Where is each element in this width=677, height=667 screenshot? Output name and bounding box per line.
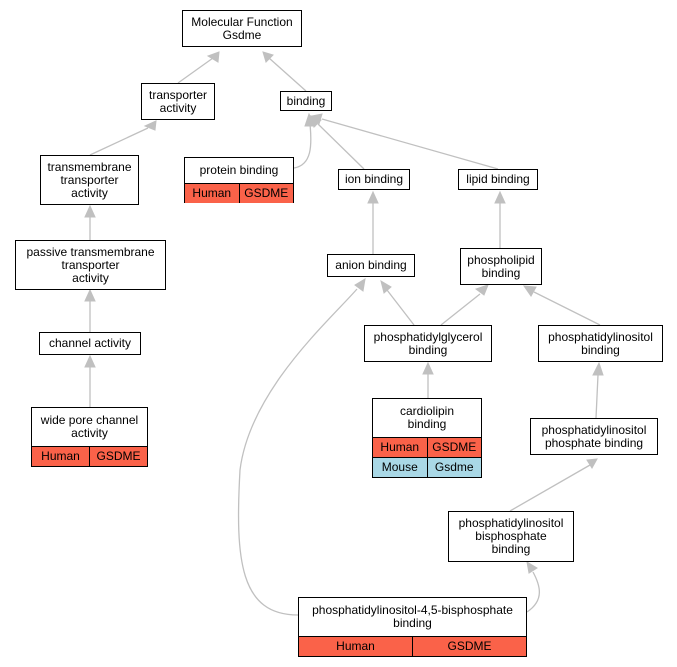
edge-pg-anion [386,289,415,326]
edge-bisphosphate-pip [509,464,591,512]
node-passive-transmembrane-transporter-activity[interactable]: passive transmembrane transporter activi… [15,240,166,290]
node-label: phosphatidylinositol binding [548,329,653,357]
edge-pip2-bisphosphate [526,571,541,613]
node-label: Molecular Function Gsdme [191,14,293,42]
node-root[interactable]: Molecular Function Gsdme [182,10,302,47]
node-label: phosphatidylglycerol binding [373,329,483,357]
node-anion-binding[interactable]: anion binding [327,254,415,277]
node-phosphatidylinositol-binding[interactable]: phosphatidylinositol binding [538,325,663,362]
node-phosphatidylglycerol-binding[interactable]: phosphatidylglycerol binding [364,325,492,362]
edge-pg-phospholipid [440,293,481,326]
arrowhead-phospholipid-lipid [494,190,506,204]
edge-transmembrane [89,127,149,156]
edge-pip2-anion [237,288,358,616]
node-phosphatidylinositol-phosphate-binding[interactable]: phosphatidylinositol phosphate binding [530,418,658,455]
node-transporter-activity[interactable]: transporter activity [141,83,215,120]
arrowhead-channel [84,288,96,302]
node-label: phosphatidylinositol phosphate binding [541,422,647,450]
gene-cell: GSDME [238,184,294,203]
node-label: transporter activity [148,87,208,115]
edge-transporter [177,57,214,84]
arrowhead-pi-phospholipid [522,285,537,297]
node-label: passive transmembrane transporter activi… [26,244,155,285]
arrowhead-pg-anion [380,279,392,294]
node-label: phospholipid binding [467,252,535,280]
node-label: phosphatidylinositol bisphosphate bindin… [458,516,564,556]
arrowhead-cardiolipin [422,361,434,375]
edge-pip-pi [595,374,599,419]
gene-cell: GSDME [426,438,482,457]
species-cell: Human [192,186,232,200]
node-pip2-binding[interactable]: phosphatidylinositol-4,5-bisphosphate bi… [298,597,527,657]
edge-protein-binding [293,123,312,169]
arrowhead-pip-pi [592,361,604,376]
node-label: binding [286,93,326,108]
arrowhead-pip2-anion [354,278,366,292]
species-cell: Human [336,639,375,653]
edge-binding-root [268,57,307,92]
arrowhead-pg-phospholipid [474,284,489,296]
node-wide-pore-channel-activity[interactable]: wide pore channel activity Human GSDME [31,407,148,467]
node-channel-activity[interactable]: channel activity [39,332,141,355]
annotation-row-human: Human GSDME [299,636,526,656]
node-lipid-binding[interactable]: lipid binding [458,169,538,190]
edge-ion-binding [317,123,365,170]
node-ion-binding[interactable]: ion binding [338,169,410,190]
arrowhead-pip2-bisphosphate [526,561,538,574]
species-cell: Human [380,440,420,454]
arrowhead-lipid-binding [311,113,323,126]
node-label: ion binding [344,172,404,186]
node-label: phosphatidylinositol-4,5-bisphosphate bi… [312,603,513,630]
gene-cell: GSDME [89,447,147,466]
annotation-row-mouse: Mouse Gsdme [373,457,481,477]
node-label: wide pore channel activity [40,413,139,440]
node-label: channel activity [48,336,132,350]
node-label: cardiolipin binding [399,404,455,431]
node-label: anion binding [335,258,407,272]
node-protein-binding[interactable]: protein binding Human GSDME [184,157,294,203]
node-phosphatidylinositol-bisphosphate-binding[interactable]: phosphatidylinositol bisphosphate bindin… [448,511,574,562]
edge-lipid-binding [321,118,499,170]
gene-cell: GSDME [412,637,526,656]
annotation-row-human: Human GSDME [32,446,147,466]
arrowhead-anion-ion [367,190,379,204]
annotation-row-human: Human GSDME [373,437,481,457]
arrowhead-passive [84,204,96,218]
node-binding[interactable]: binding [280,91,332,111]
species-cell: Human [41,449,80,463]
node-phospholipid-binding[interactable]: phospholipid binding [460,248,542,285]
arrowhead-bisphosphate-pip [586,458,598,469]
edge-pi-phospholipid [533,291,601,326]
arrowhead-wide-pore [84,354,96,368]
arrowhead-transmembrane [143,120,157,131]
node-transmembrane-transporter-activity[interactable]: transmembrane transporter activity [40,155,139,205]
node-label: lipid binding [466,172,530,186]
node-cardiolipin-binding[interactable]: cardiolipin binding Human GSDME Mouse Gs… [372,398,482,478]
arrowhead-transporter [206,51,220,63]
gene-cell: Gsdme [426,458,482,477]
node-label: transmembrane transporter activity [47,159,132,200]
node-label: protein binding [199,163,279,177]
annotation-row-human: Human GSDME [185,183,293,203]
species-cell: Mouse [381,460,418,474]
arrowhead-binding-root [262,51,274,63]
